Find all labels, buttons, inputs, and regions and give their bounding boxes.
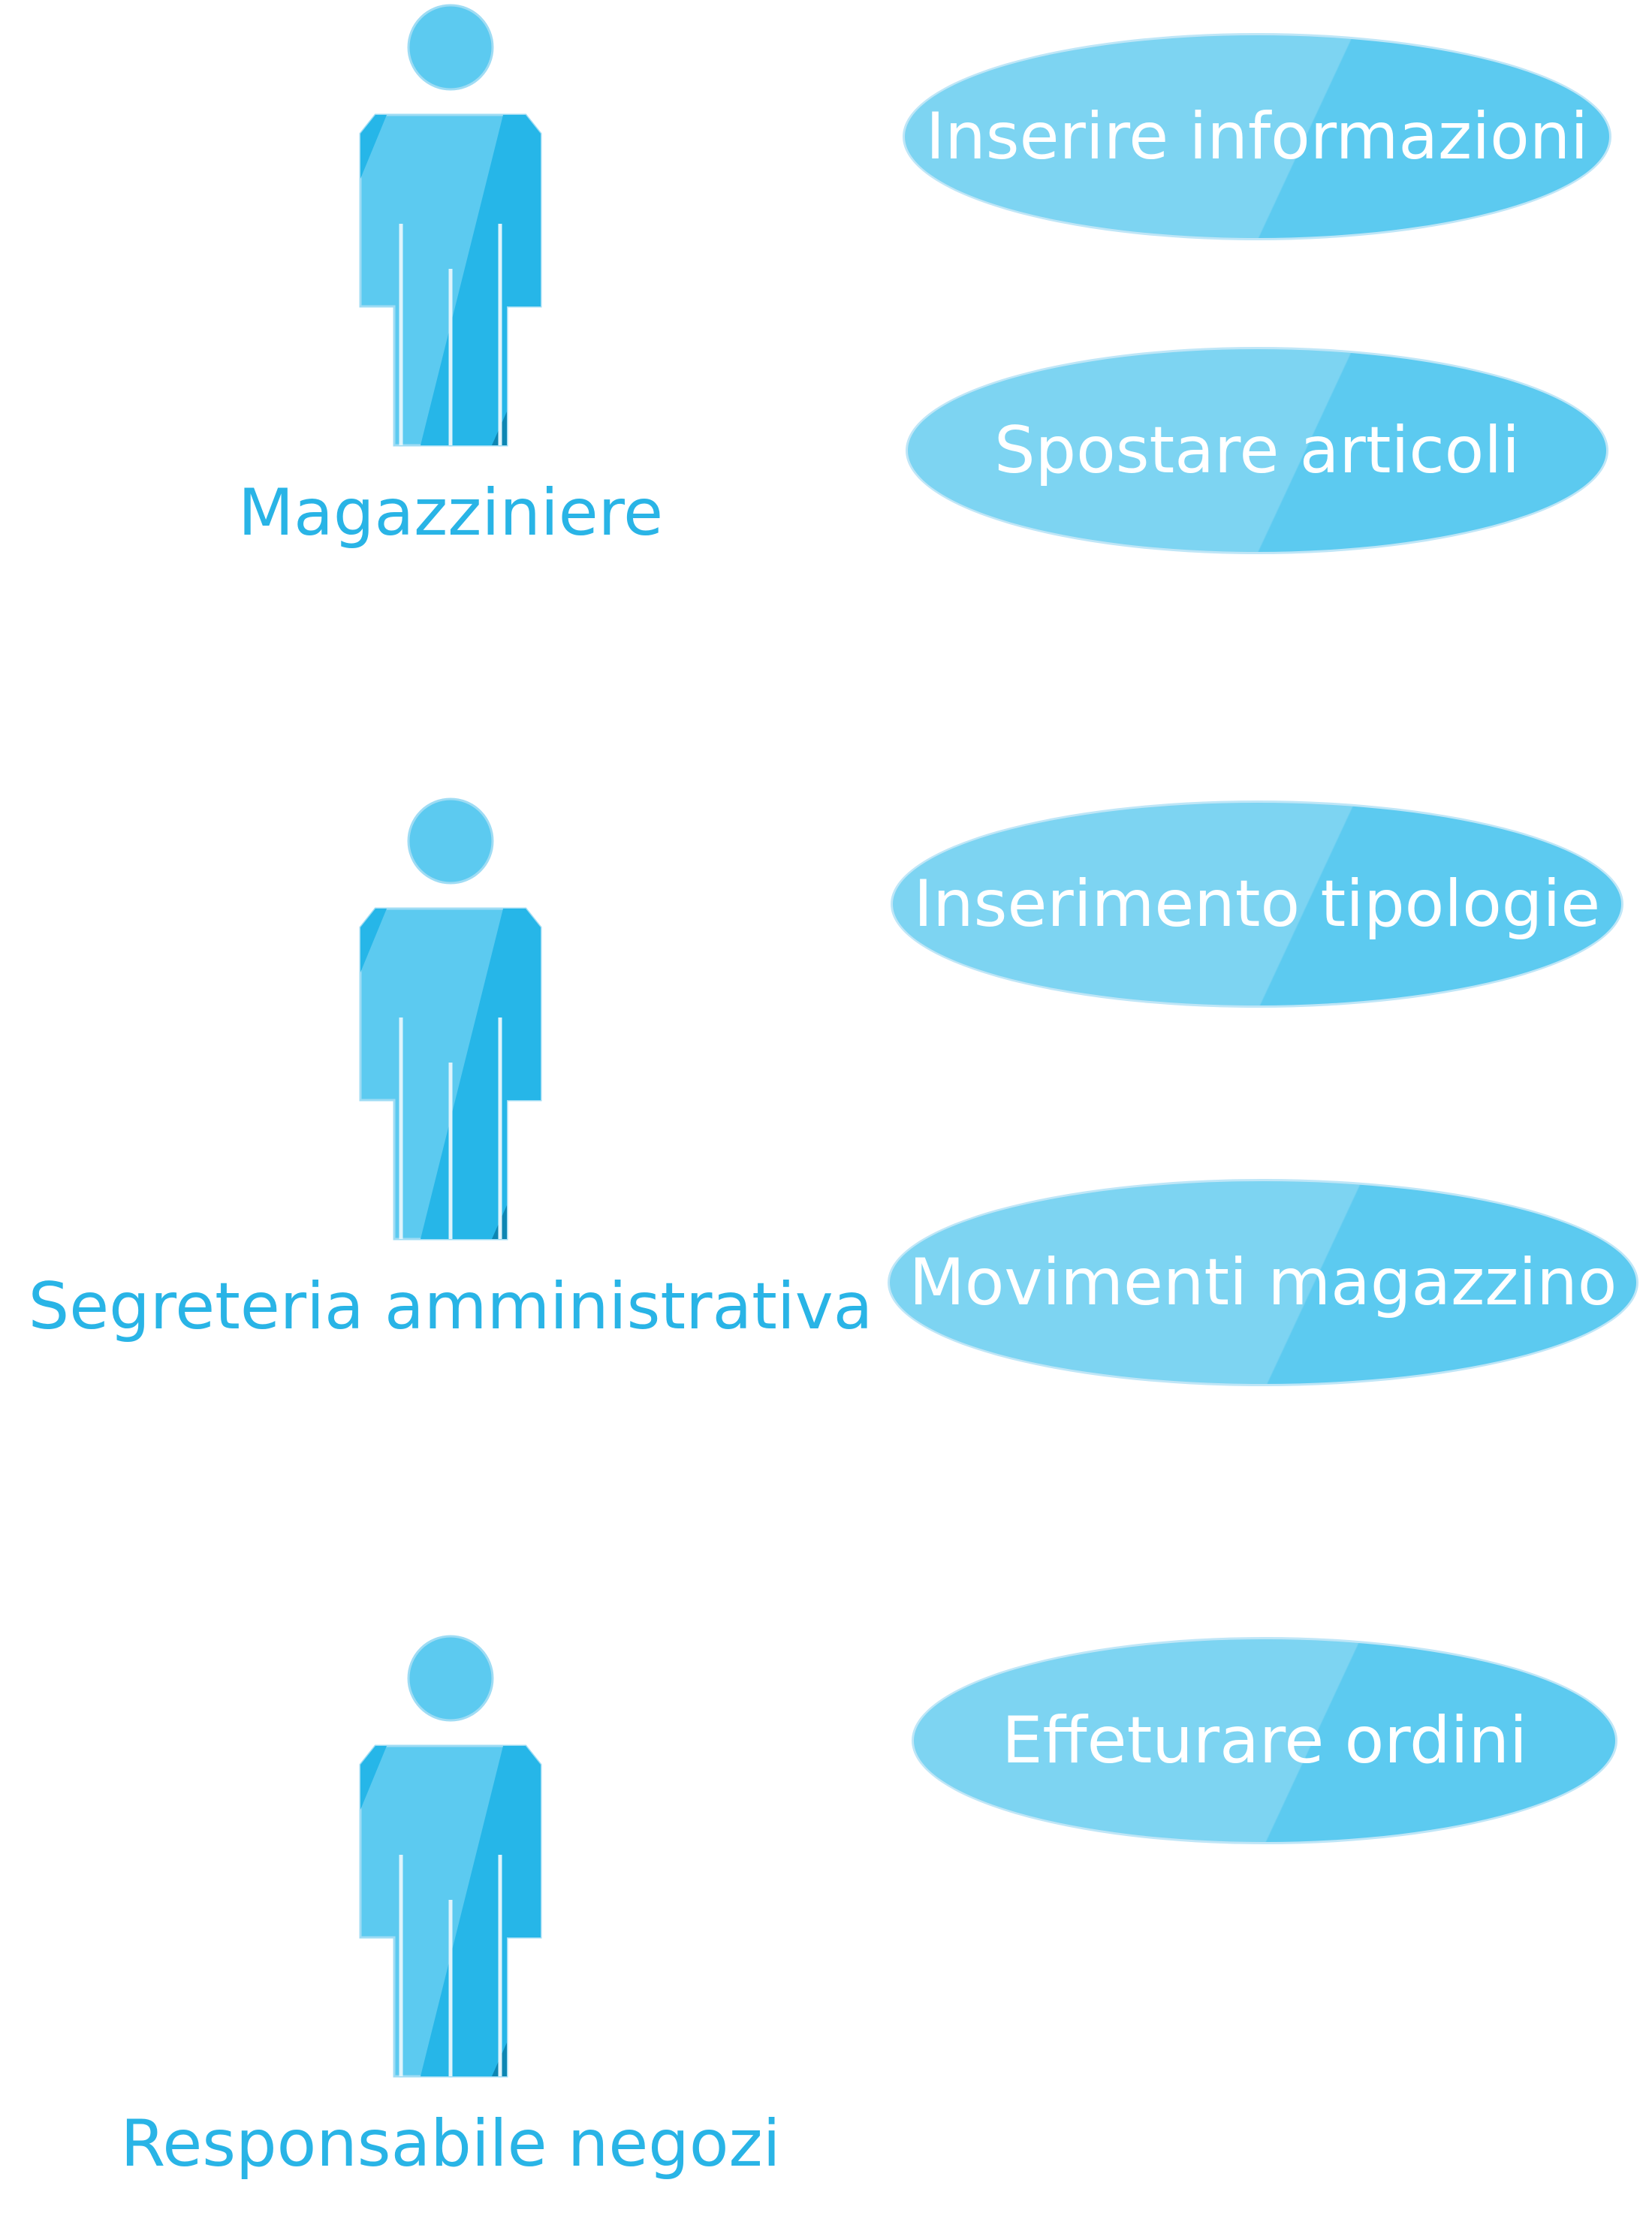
actor-label: Magazziniere	[237, 475, 664, 550]
usecase-label: Effeturare ordini	[1002, 1703, 1527, 1778]
usecase-inserimento-tipologie: Inserimento tipologie	[891, 800, 1623, 1008]
usecase-spostare-articoli: Spostare articoli	[906, 347, 1608, 554]
usecase-label: Inserire informazioni	[925, 99, 1589, 174]
usecase-effeturare-ordini: Effeturare ordini	[912, 1637, 1617, 1844]
usecase-movimenti-magazzino: Movimenti magazzino	[888, 1179, 1638, 1386]
actor-label: Segreteria amministrativa	[28, 1269, 873, 1344]
usecase-label: Inserimento tipologie	[913, 867, 1601, 942]
person-icon	[330, 1637, 571, 2088]
actor-label: Responsabile negozi	[120, 2106, 781, 2181]
actor-segreteria-amministrativa: Segreteria amministrativa	[29, 800, 873, 1344]
actor-magazziniere: Magazziniere	[238, 6, 663, 550]
actor-responsabile-negozi: Responsabile negozi	[120, 1637, 781, 2181]
usecase-label: Spostare articoli	[993, 413, 1521, 488]
usecase-label: Movimenti magazzino	[909, 1245, 1617, 1320]
person-icon	[330, 6, 571, 457]
usecase-inserire-informazioni: Inserire informazioni	[903, 33, 1611, 240]
person-icon	[330, 800, 571, 1250]
